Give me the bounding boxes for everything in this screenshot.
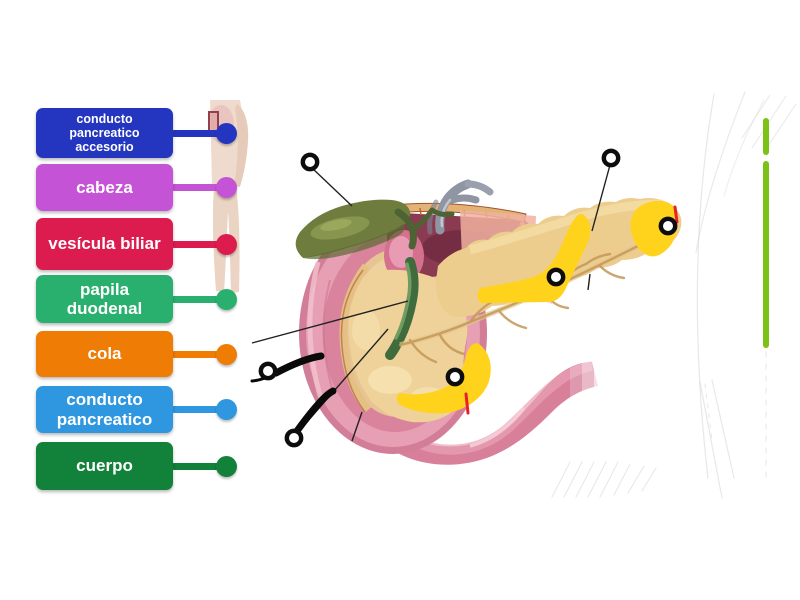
label-box[interactable]: conducto pancreatico accesorio: [36, 108, 173, 158]
decor-arcs: [551, 91, 797, 499]
blood-vessels: [427, 179, 494, 235]
label-chip-conducto-pancreatico[interactable]: conducto pancreatico: [36, 386, 237, 433]
bile-duct: [385, 257, 419, 360]
label-dot[interactable]: [216, 288, 237, 310]
label-box[interactable]: cabeza: [36, 164, 173, 211]
label-box[interactable]: cuerpo: [36, 442, 173, 490]
progress-bar-segment-main: [763, 161, 769, 348]
drop-targets: [258, 148, 678, 448]
label-text: cabeza: [76, 177, 133, 197]
label-dot[interactable]: [216, 343, 237, 365]
target-circle-tail[interactable]: [658, 216, 678, 236]
label-box[interactable]: conducto pancreatico: [36, 386, 173, 433]
label-chip-vesicula-biliar[interactable]: vesícula biliar: [36, 218, 237, 270]
label-dot[interactable]: [216, 177, 237, 198]
target-circle-body-top[interactable]: [601, 148, 621, 168]
label-dot[interactable]: [216, 455, 237, 477]
label-text: vesícula biliar: [48, 234, 161, 254]
highlight-tail: [630, 200, 678, 257]
label-connector: [171, 406, 219, 413]
label-chip-conducto-pancreatico-accesorio[interactable]: conducto pancreatico accesorio: [36, 108, 237, 158]
label-dot[interactable]: [216, 122, 237, 144]
label-chip-cabeza[interactable]: cabeza: [36, 164, 237, 211]
jejunum-tube: [396, 345, 610, 465]
label-chip-papila-duodenal[interactable]: papila duodenal: [36, 275, 237, 323]
label-chip-cuerpo[interactable]: cuerpo: [36, 442, 237, 490]
label-box[interactable]: cola: [36, 331, 173, 377]
target-circle-body[interactable]: [546, 267, 566, 287]
label-text: cuerpo: [76, 456, 133, 476]
label-dot[interactable]: [216, 233, 237, 255]
label-box[interactable]: vesícula biliar: [36, 218, 173, 270]
label-text: papila duodenal: [66, 279, 143, 318]
progress-bar-segment-top: [763, 118, 769, 155]
label-chip-cola[interactable]: cola: [36, 331, 237, 377]
label-text: conducto pancreatico: [56, 390, 153, 429]
label-text: conducto pancreatico accesorio: [69, 112, 140, 154]
target-circle-gallbladder[interactable]: [300, 152, 320, 172]
label-connector: [171, 240, 219, 248]
gallbladder: [295, 199, 455, 260]
label-connector: [171, 129, 219, 137]
label-text: cola: [87, 344, 122, 364]
red-arrow-marks: [464, 205, 679, 415]
target-circle-left-upper[interactable]: [258, 361, 278, 381]
label-connector: [171, 462, 219, 470]
label-connector: [171, 184, 219, 191]
label-dot[interactable]: [216, 399, 237, 420]
label-connector: [171, 350, 219, 358]
target-circle-left-lower[interactable]: [284, 428, 304, 448]
label-connector: [171, 295, 219, 303]
label-box[interactable]: papila duodenal: [36, 275, 173, 323]
target-circle-head[interactable]: [445, 367, 465, 387]
